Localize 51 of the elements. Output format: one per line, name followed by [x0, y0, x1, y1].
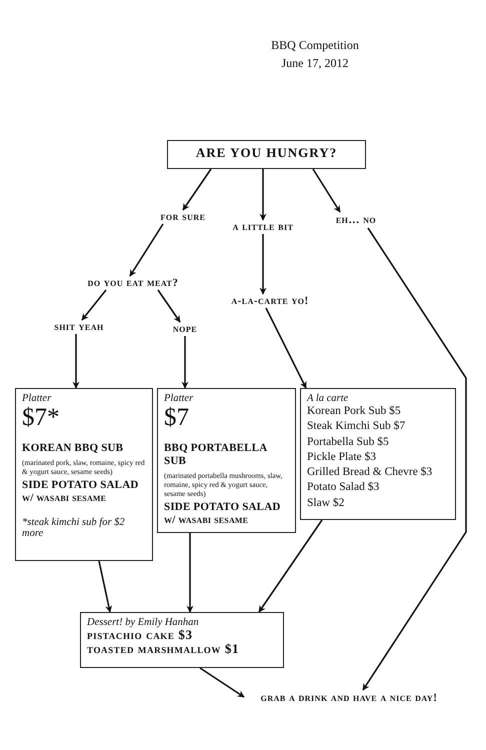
menu-card: [15, 388, 153, 561]
arrow: [157, 290, 181, 323]
menu-text: Pickle Plate $3: [307, 450, 377, 465]
card-heading: Platter: [22, 393, 52, 404]
flow-label: a-la-carte yo!: [231, 295, 309, 307]
flow-label: do you eat meat?: [88, 277, 178, 289]
arrow: [362, 228, 467, 691]
arrow: [260, 234, 266, 295]
menu-text: toasted marshmallow $1: [87, 642, 240, 656]
arrow: [129, 224, 164, 277]
menu-text: BBQ PORTABELLA SUB: [164, 442, 268, 468]
card-heading: ARE YOU HUNGRY?: [194, 144, 338, 162]
menu-text: $7: [164, 404, 190, 432]
flow-label: nope: [172, 323, 198, 335]
menu-text: Steak Kimchi Sub $7: [307, 419, 406, 434]
arrow: [258, 520, 323, 613]
menu-text: SIDE POTATO SALAD w/ wasabi sesame: [164, 501, 282, 527]
question-box: [167, 140, 366, 169]
arrow: [260, 169, 266, 221]
card-heading: Dessert! by Emily Hanhan: [87, 617, 200, 628]
card-heading: A la carte: [307, 393, 350, 404]
menu-text: Slaw $2: [307, 496, 346, 511]
menu-card: [157, 388, 296, 533]
arrow: [98, 560, 112, 613]
menu-text: Potato Salad $3: [307, 480, 380, 496]
arrow: [200, 667, 245, 698]
flow-label: shit yeah: [54, 321, 104, 333]
menu-text: Grilled Bread & Chevre $3: [307, 465, 434, 480]
flow-label: eh… no: [336, 214, 376, 226]
arrow: [186, 533, 194, 613]
menu-text: Portabella Sub $5: [307, 434, 390, 450]
arrow: [265, 308, 307, 389]
date: June 17, 2012: [280, 56, 350, 71]
menu-text: KOREAN BBQ SUB: [22, 442, 124, 455]
menu-text: $7*: [22, 404, 60, 432]
flow-label: grab a drink and have a nice day!: [260, 692, 438, 704]
menu-card: [80, 612, 284, 668]
arrow: [72, 334, 80, 389]
arrow: [312, 168, 341, 213]
menu-card: [300, 388, 456, 520]
menu-text: *steak kimchi sub for $2 more: [22, 517, 126, 539]
flow-label: a little bit: [232, 221, 294, 233]
arrow: [182, 336, 188, 389]
menu-text: pistachio cake $3: [87, 628, 194, 642]
card-heading: Platter: [164, 393, 194, 404]
flow-label: for sure: [160, 211, 206, 223]
title: BBQ Competition: [270, 38, 360, 53]
arrow: [182, 168, 212, 211]
menu-text: SIDE POTATO SALAD w/ wasabi sesame: [22, 479, 140, 505]
arrow: [81, 290, 107, 321]
menu-text: Korean Pork Sub $5: [307, 404, 402, 419]
